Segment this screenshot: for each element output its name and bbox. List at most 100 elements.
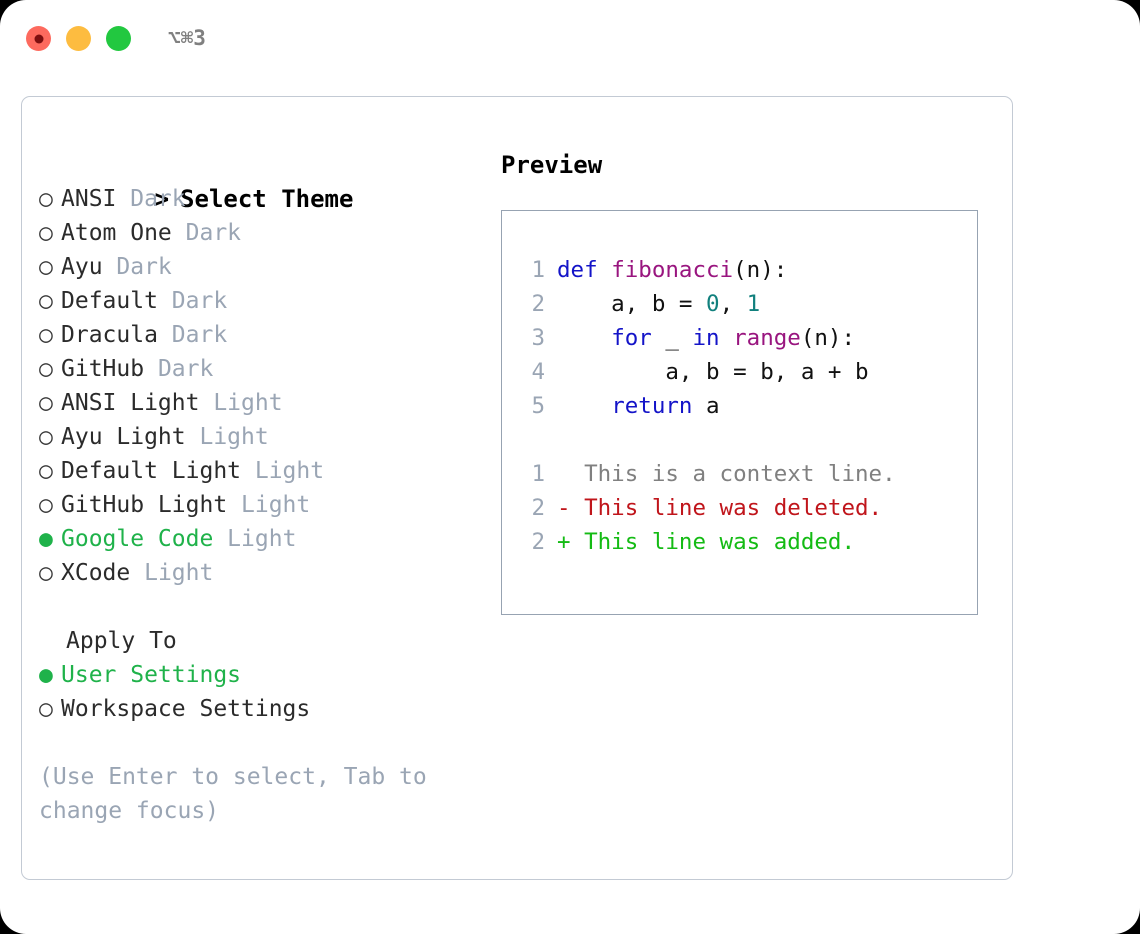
code-token: in (692, 325, 720, 351)
line-number: 5 (531, 393, 545, 419)
theme-variant-badge: Dark (144, 356, 214, 382)
code-line: 4 a, b = b, a + b (521, 355, 971, 389)
theme-name-label: Default Light (61, 458, 242, 484)
theme-list-item[interactable]: ○GitHub Dark (39, 352, 499, 386)
radio-unselected-icon: ○ (39, 560, 53, 586)
theme-list-item[interactable]: ○Default Light Light (39, 454, 499, 488)
theme-list-item[interactable]: ○ Ayu Light Light (39, 420, 499, 454)
theme-variant-badge: Light (130, 560, 214, 586)
code-token: 0 (706, 291, 720, 317)
radio-unselected-icon: ○ (39, 220, 53, 246)
code-token: (n): (800, 325, 856, 351)
recording-indicator-icon (34, 34, 43, 43)
theme-name-label: GitHub Light (61, 492, 228, 518)
line-number: 4 (531, 359, 545, 385)
code-token (720, 325, 734, 351)
theme-list-item[interactable]: ○ANSI Light Light (39, 386, 499, 420)
theme-variant-badge: Light (241, 458, 325, 484)
theme-list-item[interactable]: ○ ANSI Dark (39, 182, 499, 216)
apply-to-label: User Settings (61, 662, 242, 688)
line-number: 1 (531, 257, 545, 283)
code-token: 1 (746, 291, 761, 317)
theme-name-label: Dracula (61, 322, 158, 348)
radio-selected-icon: ● (39, 526, 53, 552)
theme-list: ○ANSI Dark○Atom One Dark○Ayu Dark○Defaul… (39, 182, 499, 590)
diff-text: This is a context line. (570, 461, 896, 487)
preview-title: Preview (501, 151, 603, 179)
code-token: a, b = (557, 291, 707, 317)
line-number: 2 (531, 495, 545, 521)
code-token: fibonacci (611, 257, 734, 283)
theme-list-item[interactable]: ○Default Dark (39, 284, 499, 318)
code-token (557, 393, 611, 419)
radio-unselected-icon: ○ (39, 356, 53, 382)
theme-list-item[interactable]: ○Dracula Dark (39, 318, 499, 352)
code-token: for (611, 325, 652, 351)
apply-to-heading: Apply To (66, 628, 177, 654)
code-token: range (733, 325, 801, 351)
code-token: def (557, 257, 612, 283)
code-token: a (692, 393, 720, 419)
content-panel: >Select Theme ○ANSI Dark○Atom One Dark○A… (21, 96, 1013, 880)
theme-name-label: Ayu Light (61, 424, 186, 450)
theme-name-label: Default (61, 288, 158, 314)
code-line: 3 for _ in range(n): (521, 321, 971, 355)
maximize-button[interactable] (106, 26, 131, 51)
prompt-caret-icon: > (154, 185, 170, 213)
code-line: 5 return a (521, 389, 971, 423)
diff-sample: 1 This is a context line. 2- This line wa… (521, 457, 971, 559)
theme-variant-badge: Dark (157, 322, 228, 348)
radio-unselected-icon: ○ (39, 254, 53, 280)
code-token: (n): (733, 257, 788, 283)
radio-unselected-icon: ○ (39, 186, 53, 212)
theme-list-item[interactable]: ○Ayu Dark (39, 250, 499, 284)
radio-unselected-icon: ○ (39, 424, 53, 450)
diff-line: 1 This is a context line. (521, 457, 971, 491)
list-spacer (39, 590, 499, 624)
theme-name-label: Google Code (61, 526, 214, 552)
theme-name-label: ANSI (61, 186, 117, 212)
theme-list-item[interactable]: ● Google Code Light (39, 522, 499, 556)
theme-name-label: XCode (61, 560, 131, 586)
theme-variant-badge: Light (185, 424, 269, 450)
code-line: 1 def fibonacci(n): (521, 253, 971, 287)
theme-variant-badge: Light (227, 492, 311, 518)
diff-text: This line was deleted. (570, 495, 883, 521)
code-line: 2 a, b = 0, 1 (521, 287, 971, 321)
diff-marker (557, 461, 571, 487)
code-gap (521, 423, 971, 457)
theme-variant-badge: Light (213, 526, 297, 552)
theme-name-label: ANSI Light (61, 390, 200, 416)
code-token: a, b = b, a + b (557, 359, 869, 385)
apply-to-item[interactable]: ● User Settings (39, 658, 499, 692)
code-token (557, 325, 611, 351)
diff-marker: + (557, 529, 571, 555)
radio-unselected-icon: ○ (39, 390, 53, 416)
theme-picker-heading: >Select Theme (39, 148, 499, 213)
minimize-button[interactable] (66, 26, 91, 51)
theme-picker-column: >Select Theme ○ANSI Dark○Atom One Dark○A… (39, 148, 499, 828)
theme-list-item[interactable]: ○ XCode Light (39, 556, 499, 590)
theme-list-item[interactable]: ○ GitHub Light Light (39, 488, 499, 522)
radio-selected-icon: ● (39, 662, 53, 688)
keyboard-shortcut-label: ⌥⌘3 (168, 26, 206, 50)
theme-variant-badge: Dark (171, 220, 242, 246)
theme-variant-badge: Dark (116, 186, 186, 212)
theme-list-item[interactable]: ○Atom One Dark (39, 216, 499, 250)
radio-unselected-icon: ○ (39, 696, 53, 722)
keyboard-hint-text: (Use Enter to select, Tab to change focu… (39, 764, 441, 824)
diff-text: This line was added. (570, 529, 856, 555)
diff-marker: - (557, 495, 571, 521)
code-token: _ (651, 325, 693, 351)
theme-name-label: Ayu (61, 254, 103, 280)
apply-to-item[interactable]: ○Workspace Settings (39, 692, 499, 726)
radio-unselected-icon: ○ (39, 492, 53, 518)
close-button[interactable] (26, 26, 51, 51)
theme-variant-badge: Dark (157, 288, 228, 314)
apply-to-list: ● User Settings ○Workspace Settings (39, 658, 499, 726)
line-number: 3 (531, 325, 545, 351)
